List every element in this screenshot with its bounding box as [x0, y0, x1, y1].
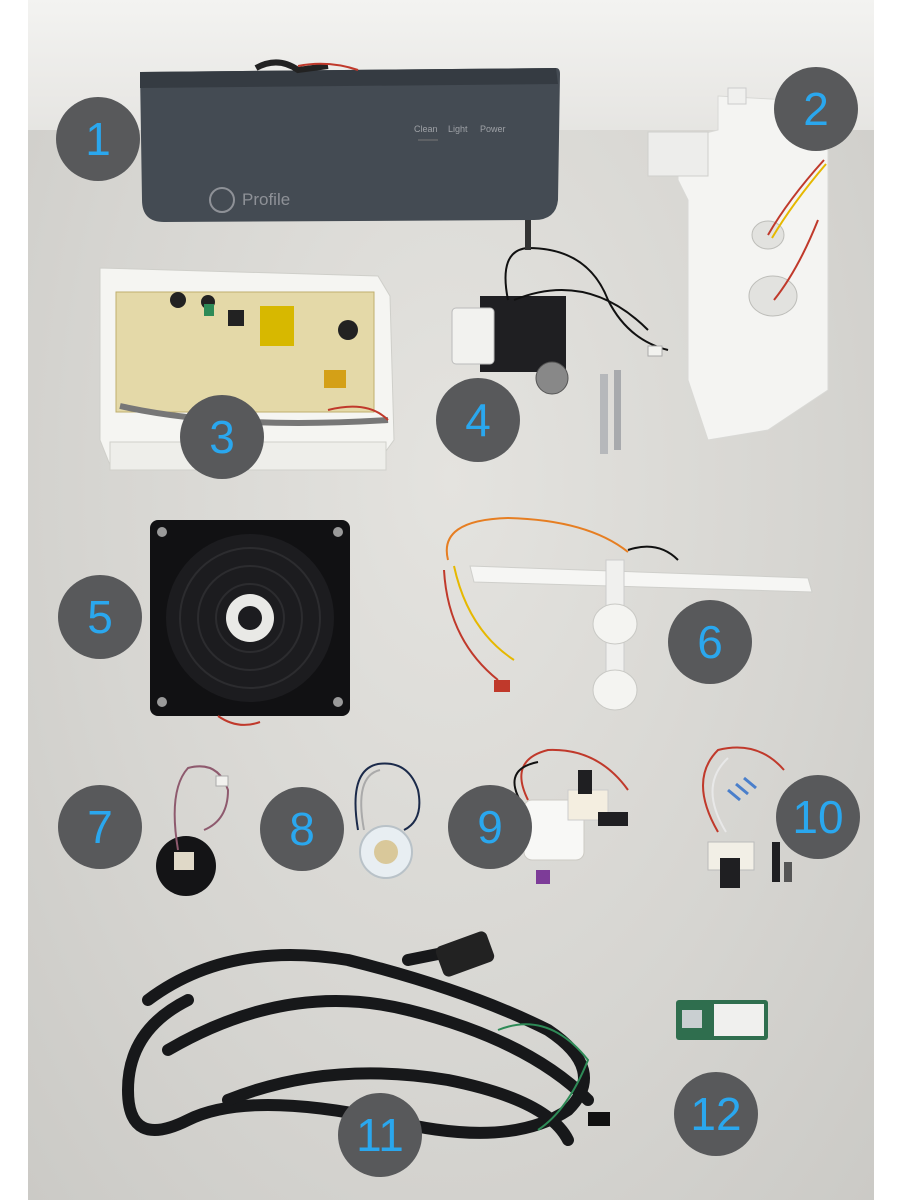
part-number-badge: 7	[58, 785, 142, 869]
sensor-part	[156, 765, 230, 896]
door-switch-part	[702, 746, 792, 888]
part-number-badge: 2	[774, 67, 858, 151]
gear-motor-part	[451, 220, 669, 454]
part-number-badge: 12	[674, 1072, 758, 1156]
reservoir-housing-part	[647, 87, 829, 441]
part-number-badge: 8	[260, 787, 344, 871]
part-number-badge: 10	[776, 775, 860, 859]
panel-control-power: Power	[480, 124, 506, 134]
part-number-badge: 4	[436, 378, 520, 462]
light-part	[354, 762, 421, 879]
panel-brand-text: Profile	[242, 190, 291, 209]
parts-illustration	[99, 59, 829, 1146]
parts-photo: Profile Clean Light Power 1 2 3 4 5 6 7 …	[28, 0, 874, 1200]
water-pump-part	[513, 748, 629, 884]
part-number-badge: 9	[448, 785, 532, 869]
wifi-module-part	[676, 1000, 768, 1040]
part-number-badge: 6	[668, 600, 752, 684]
panel-control-light: Light	[448, 124, 468, 134]
part-number-badge: 5	[58, 575, 142, 659]
front-panel-part	[140, 59, 560, 222]
panel-control-clean: Clean	[414, 124, 438, 134]
float-switch-part	[443, 516, 813, 711]
part-number-badge: 11	[338, 1093, 422, 1177]
cooling-fan-part	[150, 520, 350, 726]
part-number-badge: 1	[56, 97, 140, 181]
part-number-badge: 3	[180, 395, 264, 479]
